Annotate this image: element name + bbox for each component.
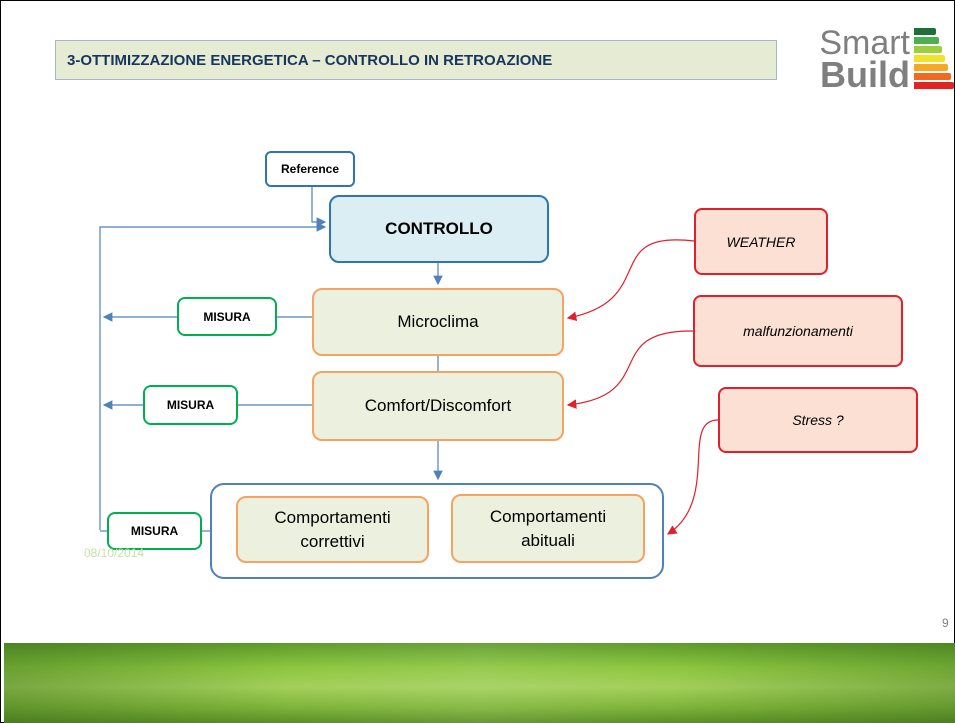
logo-energy-bars-icon [914, 28, 954, 98]
stress-arrow [666, 419, 719, 535]
logo-bar [914, 73, 951, 80]
comportamenti-abituali-line1: Comportamenti [489, 506, 607, 526]
comportamenti-correttivi-line2: correttivi [300, 531, 365, 551]
smartbuild-logo: Smart Build [806, 24, 954, 106]
footer-grass-band [4, 643, 955, 723]
logo-text-smart: Smart [819, 24, 910, 62]
footer-date: 08/10/2014 [84, 546, 145, 560]
comfort-discomfort-box: Comfort/Discomfort [312, 371, 564, 441]
misura-box-microclima: MISURA [177, 297, 277, 336]
comportamenti-correttivi-box: Comportamenti correttivi [236, 496, 429, 563]
stress-box: Stress ? [718, 387, 918, 453]
misura-box-comportamenti: MISURA [107, 512, 202, 550]
logo-bar [914, 46, 942, 53]
comportamenti-abituali-line2: abituali [521, 530, 575, 550]
malfunzionamenti-arrow [566, 330, 694, 409]
microclima-box: Microclima [312, 288, 564, 356]
misura-box-comfort: MISURA [143, 385, 238, 425]
logo-bar [914, 82, 954, 89]
comportamenti-abituali-box: Comportamenti abituali [451, 494, 645, 563]
comportamenti-correttivi-line1: Comportamenti [274, 507, 391, 527]
feedback-loop-line [99, 222, 327, 530]
footer-shading [4, 643, 955, 723]
logo-bar [914, 28, 936, 35]
reference-box: Reference [265, 151, 355, 187]
slide-title: 3-OTTIMIZZAZIONE ENERGETICA – CONTROLLO … [55, 40, 777, 80]
logo-bar [914, 55, 945, 62]
logo-bar [914, 37, 939, 44]
weather-box: WEATHER [694, 208, 828, 275]
controllo-box: CONTROLLO [329, 195, 549, 263]
logo-bar [914, 64, 948, 71]
logo-text-build: Build [820, 54, 910, 95]
malfunzionamenti-box: malfunzionamenti [693, 295, 903, 367]
weather-arrow [566, 239, 695, 322]
reference-arrow [311, 187, 327, 227]
page-number: 9 [942, 616, 949, 630]
